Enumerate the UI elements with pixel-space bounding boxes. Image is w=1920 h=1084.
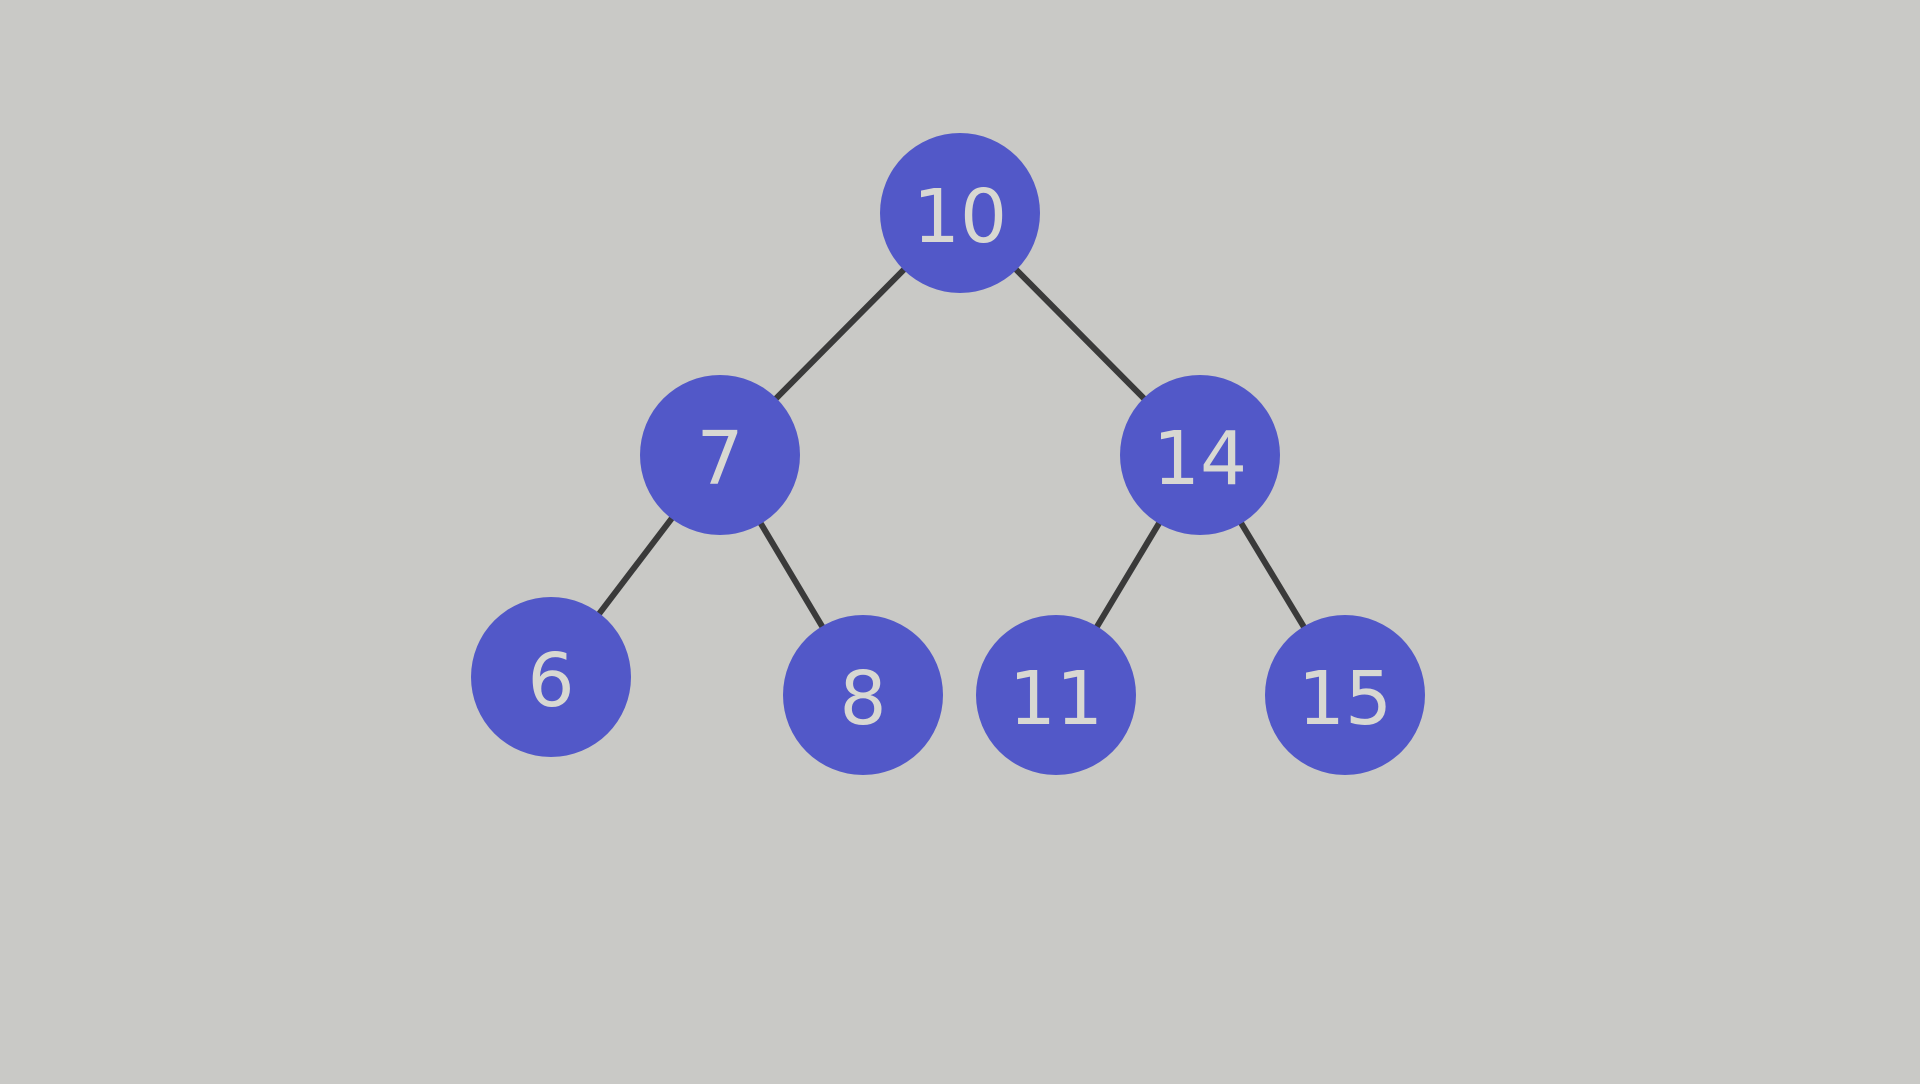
tree-node-circle bbox=[880, 133, 1040, 293]
tree-node-7: 7 bbox=[640, 375, 800, 535]
tree-node-circle bbox=[783, 615, 943, 775]
tree-node-label: 6 bbox=[527, 638, 574, 724]
tree-node-label: 11 bbox=[1009, 656, 1103, 742]
tree-node-label: 15 bbox=[1298, 656, 1392, 742]
tree-node-circle bbox=[471, 597, 631, 757]
tree-node-14: 14 bbox=[1120, 375, 1280, 535]
tree-node-15: 15 bbox=[1265, 615, 1425, 775]
tree-node-circle bbox=[640, 375, 800, 535]
tree-node-label: 14 bbox=[1153, 416, 1247, 502]
tree-node-label: 7 bbox=[696, 416, 743, 502]
tree-node-circle bbox=[1265, 615, 1425, 775]
tree-node-8: 8 bbox=[783, 615, 943, 775]
tree-node-10: 10 bbox=[880, 133, 1040, 293]
tree-node-11: 11 bbox=[976, 615, 1136, 775]
tree-node-6: 6 bbox=[471, 597, 631, 757]
nodes-layer: 10 7 14 6 8 11 15 bbox=[471, 133, 1425, 775]
tree-node-circle bbox=[1120, 375, 1280, 535]
tree-node-label: 10 bbox=[913, 174, 1007, 260]
tree-node-circle bbox=[976, 615, 1136, 775]
tree-node-label: 8 bbox=[839, 656, 886, 742]
